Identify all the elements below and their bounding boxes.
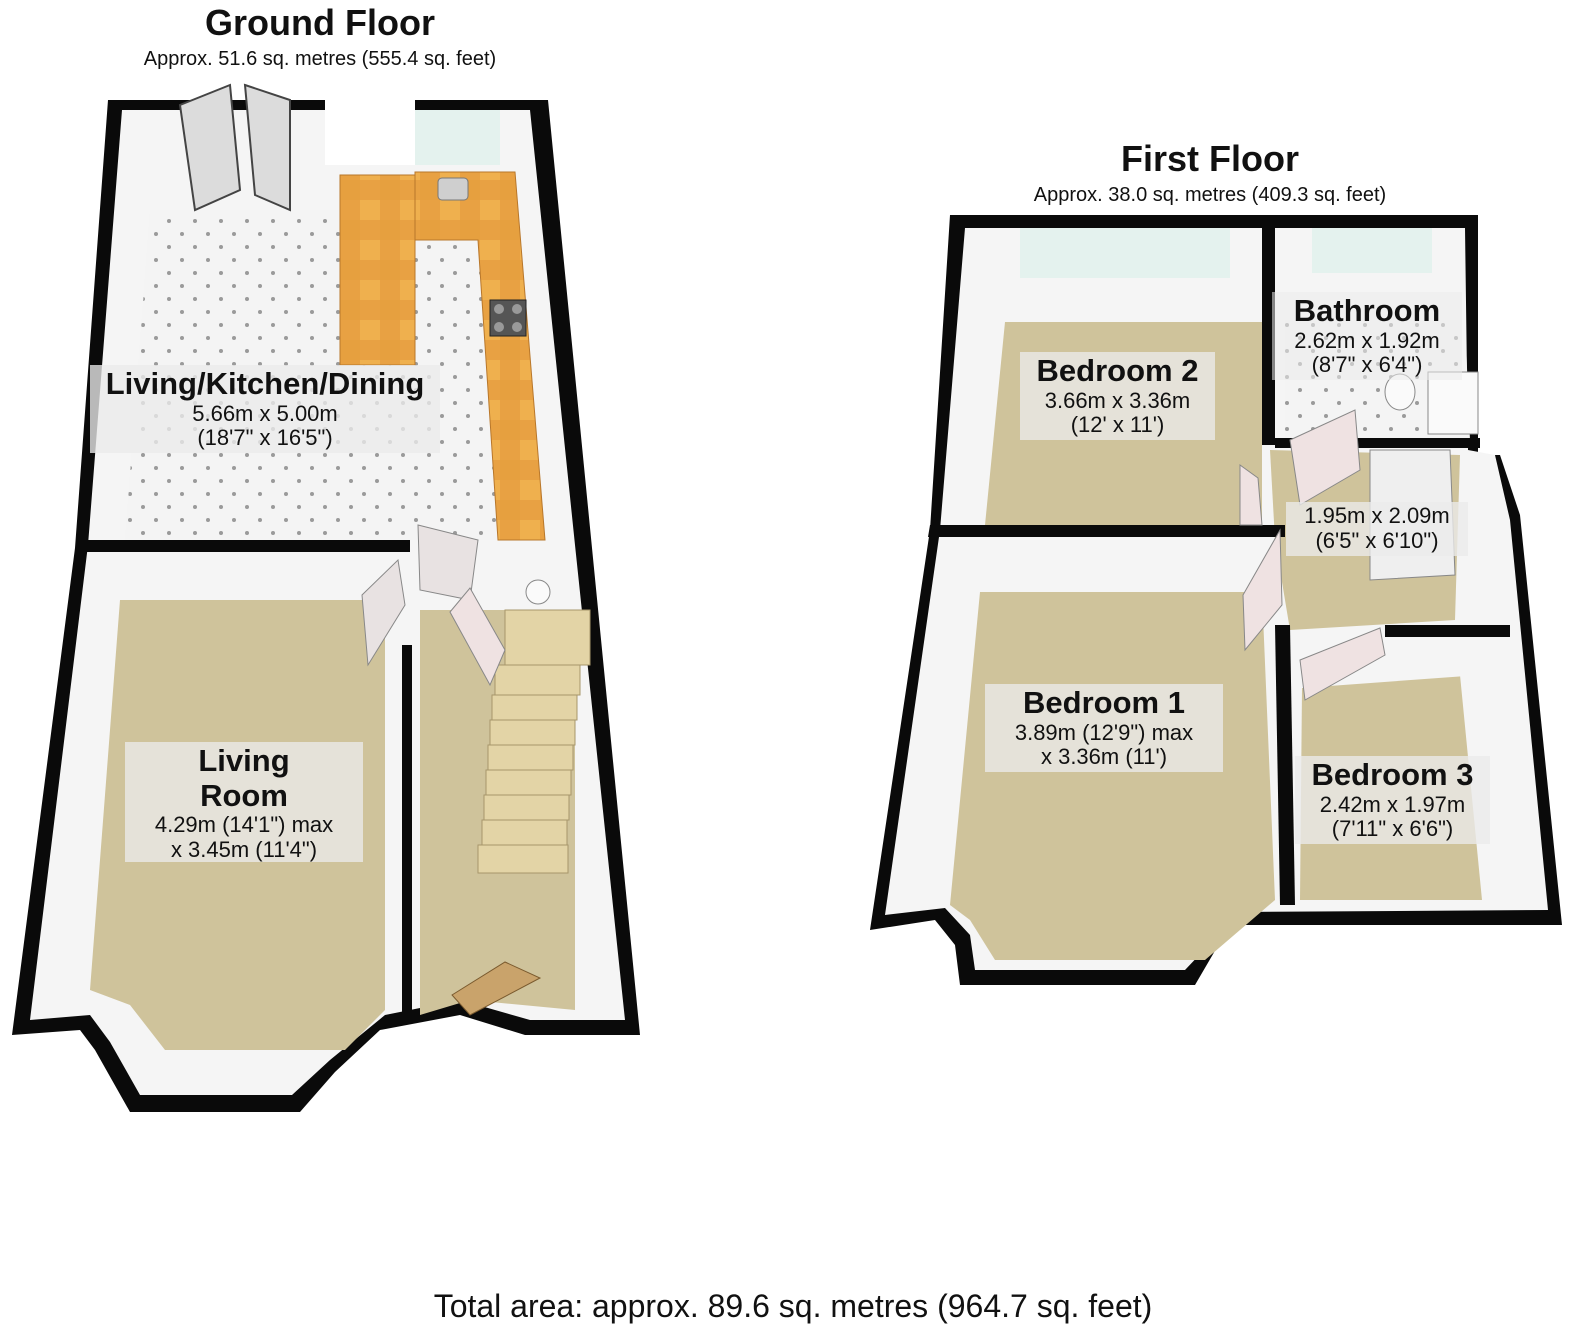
french-door-left [178, 83, 242, 212]
hall-partition [402, 645, 412, 1015]
door-hall [449, 587, 506, 687]
french-door-right [243, 83, 291, 212]
room-name: Bedroom 3 [1311, 757, 1474, 792]
room-name: Bedroom 1 [1023, 685, 1185, 720]
room-dimensions-metric: 2.62m x 1.92m [1294, 327, 1440, 353]
room-dimensions-imperial: x 3.45m (11'4") [170, 837, 318, 863]
door-bathroom [1289, 409, 1361, 506]
room-dimensions-imperial: (8'7" x 6'4") [1311, 352, 1423, 378]
bedroom-1-floor [950, 592, 1275, 960]
room-dimensions-imperial: x 3.36m (11') [1040, 744, 1168, 770]
kitchen-island [339, 174, 416, 366]
room-label-landing: 1.95m x 2.09m (6'5" x 6'10") [1286, 502, 1468, 556]
door-bedroom-3 [1299, 627, 1386, 701]
room-label-bedroom-2: Bedroom 2 3.66m x 3.36m (12' x 11') [1020, 352, 1215, 440]
room-dimensions-imperial: (12' x 11') [1070, 412, 1165, 438]
wc-icon [525, 579, 551, 605]
bath-icon [1427, 371, 1479, 435]
hob-icon [489, 299, 527, 337]
room-label-living-room: Living Room 4.29m (14'1") max x 3.45m (1… [125, 742, 363, 862]
ground-floor-title: Ground Floor [205, 2, 435, 43]
room-dimensions-metric: 1.95m x 2.09m [1304, 503, 1450, 528]
room-dimensions-metric: 5.66m x 5.00m [192, 400, 338, 426]
sink-icon [437, 177, 469, 201]
room-label-bathroom: Bathroom 2.62m x 1.92m (8'7" x 6'4") [1272, 292, 1462, 380]
room-name: Room [200, 777, 288, 813]
room-dimensions-imperial: (18'7" x 16'5") [197, 425, 333, 451]
door-living-kitchen [361, 558, 406, 667]
room-dimensions-metric: 3.89m (12'9") max [1014, 719, 1194, 745]
room-label-bedroom-1: Bedroom 1 3.89m (12'9") max x 3.36m (11'… [985, 684, 1223, 772]
first-floor-title: First Floor [1121, 138, 1299, 179]
room-name: Bedroom 2 [1036, 353, 1199, 388]
room-name: Living/Kitchen/Dining [105, 366, 425, 401]
room-dimensions-metric: 2.42m x 1.97m [1319, 791, 1466, 817]
staircase [477, 609, 591, 874]
kitchen-worktop [414, 171, 546, 541]
door-bedroom-2 [1239, 464, 1263, 526]
total-area: Total area: approx. 89.6 sq. metres (964… [433, 1288, 1153, 1324]
room-label-bedroom-3: Bedroom 3 2.42m x 1.97m (7'11" x 6'6") [1295, 756, 1490, 844]
ground-floor-area: Approx. 51.6 sq. metres (555.4 sq. feet) [143, 48, 497, 70]
first-floor-area: Approx. 38.0 sq. metres (409.3 sq. feet) [1033, 184, 1387, 206]
room-name: Bathroom [1293, 293, 1441, 328]
room-label-living-kitchen-dining: Living/Kitchen/Dining 5.66m x 5.00m (18'… [90, 365, 440, 453]
room-dimensions-imperial: (7'11" x 6'6") [1331, 816, 1454, 842]
doormat [451, 961, 542, 1016]
room-dimensions-metric: 3.66m x 3.36m [1044, 387, 1191, 413]
door-bedroom-1 [1242, 528, 1283, 652]
room-dimensions-metric: 4.29m (14'1") max [154, 812, 334, 838]
room-name: Living [198, 743, 290, 778]
ground-floor-plan [12, 83, 640, 1112]
ground-dividing-wall [76, 540, 410, 552]
room-dimensions-imperial: (6'5" x 6'10") [1315, 527, 1439, 553]
